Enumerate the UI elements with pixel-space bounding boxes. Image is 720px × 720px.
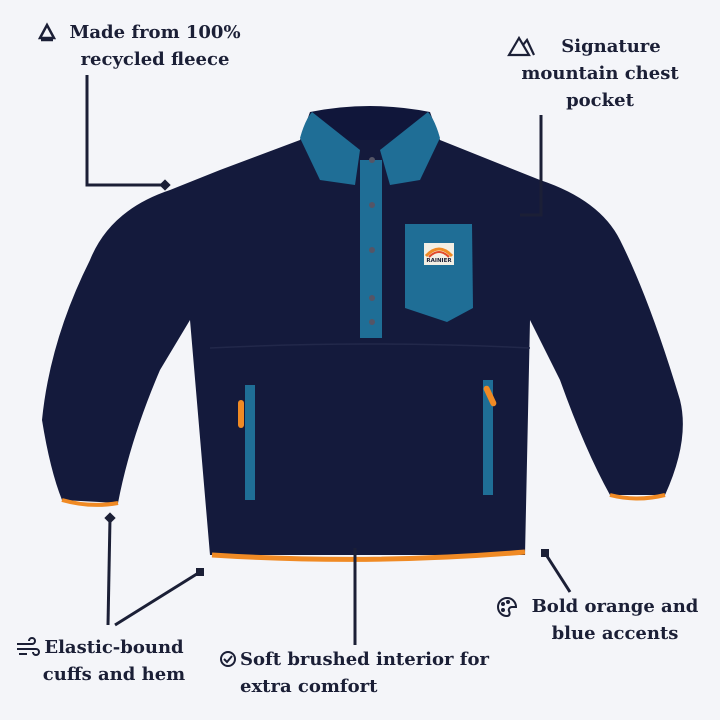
check-circle-icon [220, 651, 236, 667]
recycle-icon [37, 22, 57, 42]
callout-line: blue accents [551, 623, 679, 644]
callout-line: Signature [561, 36, 661, 57]
callout-recycled: Made from 100% recycled fleece [60, 19, 250, 73]
callout-line: cuffs and hem [42, 664, 186, 685]
palette-icon [497, 596, 518, 618]
leader-lines [85, 75, 572, 645]
callout-pocket: Signature mountain chest pocket [500, 33, 700, 114]
callout-line: mountain chest [521, 63, 679, 84]
callout-line: Soft brushed interior for [240, 649, 490, 670]
wind-icon [17, 637, 40, 656]
patch-text: RAINIER [426, 258, 452, 264]
callout-interior: Soft brushed interior for extra comfort [240, 646, 500, 700]
callout-line: pocket [566, 90, 634, 111]
mountain-icon [507, 35, 535, 57]
callout-cuffs: Elastic-bound cuffs and hem [34, 634, 194, 688]
mountain-patch-logo: RAINIER [424, 243, 454, 265]
chest-pocket [405, 224, 473, 322]
callout-line: Elastic-bound [44, 637, 184, 658]
callout-line: Bold orange and [531, 596, 699, 617]
callout-line: recycled fleece [80, 49, 230, 70]
callout-line: extra comfort [240, 676, 378, 697]
callout-accents: Bold orange and blue accents [520, 593, 710, 647]
fleece-jacket: RAINIER [42, 106, 683, 562]
callout-line: Made from 100% [69, 22, 241, 43]
